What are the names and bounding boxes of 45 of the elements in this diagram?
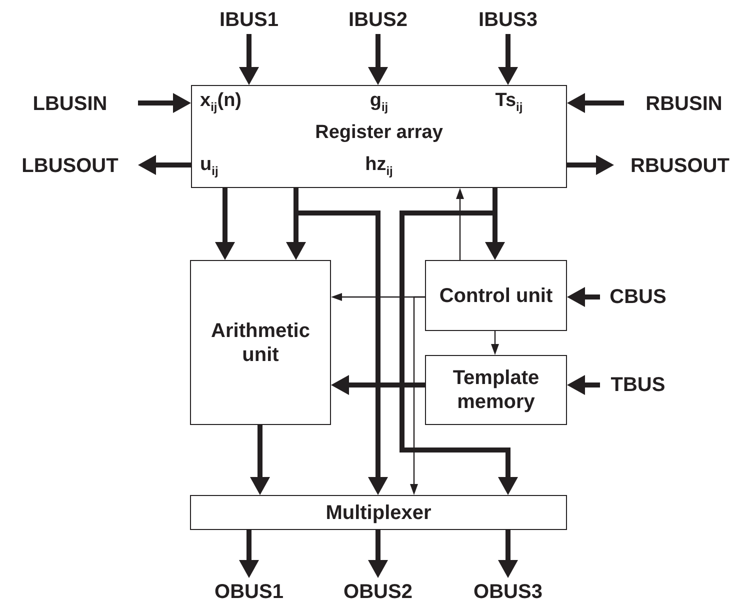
unit-box (190, 495, 567, 530)
register-label: x$_{ij}$(n) (200, 90, 242, 116)
bus-label: OBUS1 (209, 578, 289, 606)
arrow (498, 530, 518, 578)
arrow (491, 331, 499, 355)
arrow (239, 530, 259, 578)
arrow (331, 375, 425, 395)
unit-label: Control unit (438, 284, 554, 308)
arrow (567, 375, 600, 395)
bus-label: OBUS3 (468, 578, 548, 606)
arrow (239, 34, 259, 85)
bus-label: LBUSOUT (2, 152, 138, 180)
unit-box (190, 260, 331, 425)
arrow (368, 530, 388, 578)
arrow (368, 34, 388, 85)
arrow (410, 296, 425, 495)
unit-box (425, 260, 567, 331)
arrow (138, 93, 191, 113)
unit-label: Template memory (452, 366, 540, 414)
bus-label: OBUS2 (338, 578, 418, 606)
unit-label: Multiplexer (324, 500, 432, 524)
arrow (567, 93, 624, 113)
register-array-box (191, 85, 567, 188)
unit-label: Arithmetic unit (210, 318, 311, 366)
register-label: hz$_{ij}$ (365, 154, 393, 180)
arrow (138, 155, 191, 175)
bus-label: LBUSIN (2, 90, 138, 118)
bus-label: TBUS (600, 371, 676, 399)
unit-box (425, 355, 567, 425)
bus-label: IBUS1 (209, 6, 289, 34)
arrow (250, 425, 270, 495)
bus-label: IBUS3 (468, 6, 548, 34)
register-label: u$_{ij}$ (200, 154, 218, 180)
arrow (215, 188, 235, 260)
bus-label: RBUSOUT (614, 152, 746, 180)
arrow (567, 155, 614, 175)
box-title: Register array (315, 122, 443, 144)
register-label: g$_{ij}$ (370, 90, 388, 116)
bus-label: RBUSIN (624, 90, 744, 118)
bus-label: IBUS2 (338, 6, 418, 34)
register-label: Ts$_{ij}$ (495, 90, 523, 116)
arrow (498, 34, 518, 85)
arrow (456, 188, 464, 260)
arrow (567, 287, 600, 307)
bus-label: CBUS (600, 283, 676, 311)
